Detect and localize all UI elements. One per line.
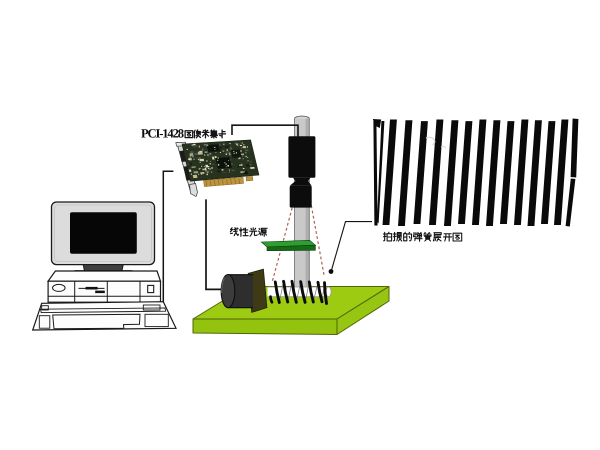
svg-text:PCI-1428: PCI-1428: [141, 127, 184, 141]
